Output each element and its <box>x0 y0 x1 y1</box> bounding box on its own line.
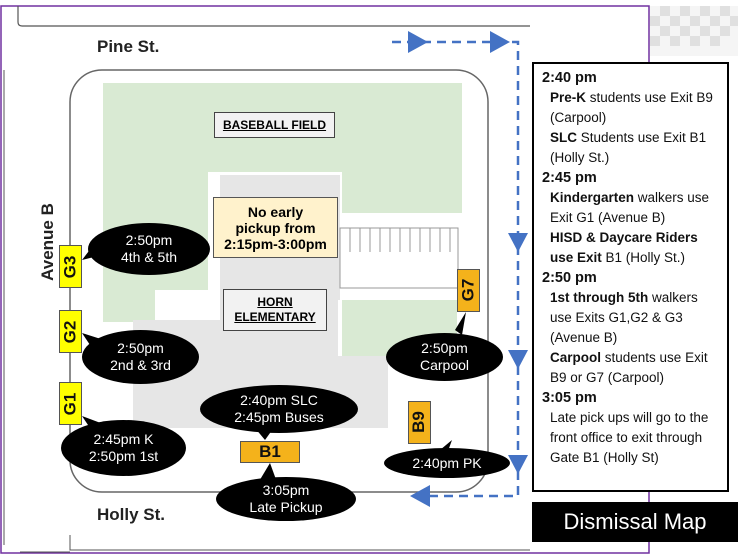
callout-g2-line1: 2:50pm <box>117 340 164 356</box>
no-early-pickup-note: No early pickup from 2:15pm-3:00pm <box>213 197 338 258</box>
schedule-item-bold: Pre-K <box>550 90 587 105</box>
street-avenue-b: Avenue B <box>38 203 57 281</box>
callout-g2: 2:50pm 2nd & 3rd <box>82 330 199 384</box>
schedule-block-3: 2:50 pm 1st through 5th walkers use Exit… <box>542 268 721 388</box>
callout-g7-line1: 2:50pm <box>421 340 468 356</box>
school-label-line2: ELEMENTARY <box>234 310 316 324</box>
arrow-down-icon <box>508 350 528 369</box>
schedule-item-text: walkers use Exits G1,G2 & G3 (Avenue B) <box>550 290 698 345</box>
schedule-item-text: students use Exit B9 (Carpool) <box>550 90 713 125</box>
carpool-route <box>392 40 520 498</box>
gate-g3-label: G3 <box>60 255 80 278</box>
callout-b9-line1: 2:40pm PK <box>412 454 482 471</box>
schedule-item-text: Late pick ups will go to the front offic… <box>550 410 709 465</box>
note-line2: pickup from <box>235 219 316 236</box>
schedule-time: 2:45 pm <box>542 170 597 186</box>
route-arrows <box>408 31 528 507</box>
parking-stripes <box>349 228 451 252</box>
callout-g2-line2: 2nd & 3rd <box>110 357 171 373</box>
schedule-block-4: 3:05 pm Late pick ups will go to the fro… <box>542 388 721 468</box>
callout-b1-bottom-line2: Late Pickup <box>249 499 323 515</box>
schedule-item: HISD & Daycare Riders use Exit B1 (Holly… <box>542 228 721 268</box>
arrow-down-icon <box>508 455 528 474</box>
school-label: HORN ELEMENTARY <box>223 289 327 331</box>
callout-g3-line2: 4th & 5th <box>120 249 178 265</box>
schedule-item-bold: 1st through 5th <box>550 290 649 305</box>
schedule-item: 1st through 5th walkers use Exits G1,G2 … <box>542 288 721 348</box>
arrow-right-icon <box>408 31 428 53</box>
schedule-item-text: students use Exit B9 or G7 (Carpool) <box>550 350 708 385</box>
gate-g3: G3 <box>59 245 82 288</box>
schedule-time: 2:40 pm <box>542 70 597 86</box>
callout-g7-line2: Carpool <box>419 357 470 373</box>
schedule-time: 3:05 pm <box>542 390 597 406</box>
gate-g1: G1 <box>59 382 82 425</box>
callout-b1-top-line2: 2:45pm Buses <box>234 409 324 425</box>
dismissal-schedule: 2:40 pm Pre-K students use Exit B9 (Carp… <box>532 62 729 492</box>
gate-g1-label: G1 <box>60 392 80 415</box>
gate-g7: G7 <box>457 269 480 312</box>
arrow-right-icon <box>490 31 510 53</box>
schedule-time: 2:50 pm <box>542 270 597 286</box>
schedule-item-bold: SLC <box>550 130 577 145</box>
gate-b1-label: B1 <box>259 442 281 461</box>
arrow-down-icon <box>508 233 528 252</box>
schedule-item: Kindergarten walkers use Exit G1 (Avenue… <box>542 188 721 228</box>
gate-b9-label: B9 <box>409 411 429 434</box>
callout-g1-line2: 2:50pm 1st <box>88 448 159 464</box>
pine-st-curb <box>17 6 530 27</box>
callout-b1-top-line1: 2:40pm SLC <box>240 392 318 408</box>
callout-b1-bottom: 3:05pm Late Pickup <box>216 477 356 521</box>
schedule-item-bold: Carpool <box>550 350 602 365</box>
parking-area <box>339 227 459 289</box>
transparency-corner <box>650 6 738 56</box>
gate-g2: G2 <box>59 310 82 353</box>
gate-g2-label: G2 <box>60 320 80 343</box>
gate-b1: B1 <box>240 441 300 463</box>
callout-g1-line1: 2:45pm K <box>93 431 154 447</box>
callout-b9: 2:40pm PK <box>384 448 510 478</box>
callout-g3: 2:50pm 4th & 5th <box>88 223 210 275</box>
schedule-item-bold: HISD & Daycare Riders use Exit <box>550 230 698 265</box>
schedule-item-bold: Kindergarten <box>550 190 635 205</box>
gate-g7-label: G7 <box>458 279 478 302</box>
schedule-item-text: Students use Exit B1 (Holly St.) <box>550 130 707 165</box>
map-title: Dismissal Map <box>532 502 738 542</box>
street-holly: Holly St. <box>97 505 166 524</box>
note-line1: No early <box>247 203 304 220</box>
schedule-item: Carpool students use Exit B9 or G7 (Carp… <box>542 348 721 388</box>
callout-b1-top: 2:40pm SLC 2:45pm Buses <box>200 385 358 433</box>
callout-b1-bottom-line1: 3:05pm <box>262 482 310 498</box>
arrow-left-icon <box>410 485 430 507</box>
baseball-field-label: BASEBALL FIELD <box>214 112 335 138</box>
schedule-item: SLC Students use Exit B1 (Holly St.) <box>542 128 721 168</box>
schedule-item: Pre-K students use Exit B9 (Carpool) <box>542 88 721 128</box>
gate-b9: B9 <box>408 401 431 444</box>
school-label-line1: HORN <box>257 295 293 309</box>
schedule-item-text: walkers use Exit G1 (Avenue B) <box>550 190 710 225</box>
street-pine: Pine St. <box>97 37 160 56</box>
note-line3: 2:15pm-3:00pm <box>224 235 327 252</box>
schedule-block-2: 2:45 pm Kindergarten walkers use Exit G1… <box>542 168 721 268</box>
schedule-block-1: 2:40 pm Pre-K students use Exit B9 (Carp… <box>542 68 721 168</box>
schedule-item: Late pick ups will go to the front offic… <box>542 408 721 468</box>
holly-st-curb <box>69 535 530 551</box>
schedule-item-text: B1 (Holly St.) <box>601 250 686 265</box>
callout-g7: 2:50pm Carpool <box>386 333 503 381</box>
callout-g1: 2:45pm K 2:50pm 1st <box>61 420 186 476</box>
callout-g3-line1: 2:50pm <box>125 232 173 248</box>
